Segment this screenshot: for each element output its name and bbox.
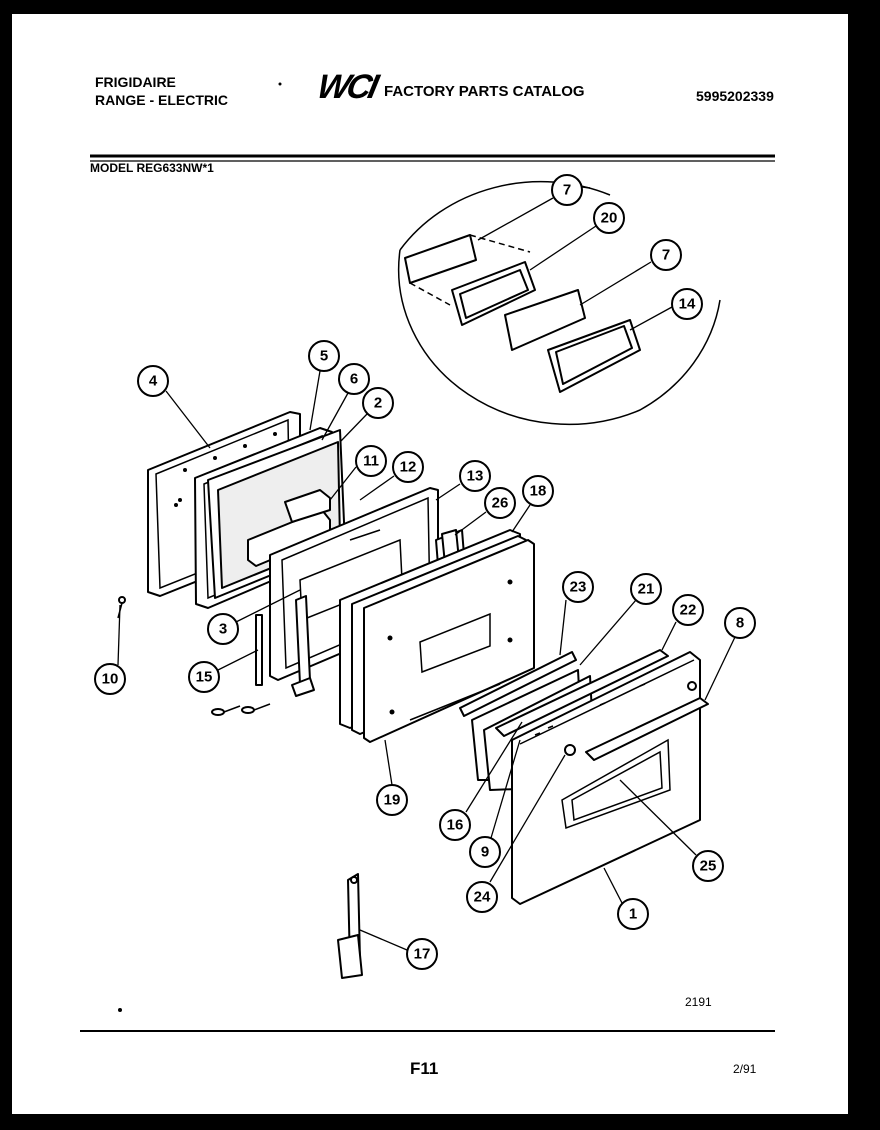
svg-text:22: 22 bbox=[680, 602, 697, 619]
callout-23: 23 bbox=[562, 571, 594, 603]
appliance-category: RANGE - ELECTRIC bbox=[95, 92, 228, 108]
callout-17: 17 bbox=[406, 938, 438, 970]
scan-speck bbox=[278, 82, 282, 86]
callout-8: 8 bbox=[724, 607, 756, 639]
svg-text:4: 4 bbox=[149, 373, 158, 390]
door-hinge bbox=[337, 873, 363, 979]
svg-text:23: 23 bbox=[570, 579, 587, 596]
callout-4: 4 bbox=[137, 365, 169, 397]
callout-24: 24 bbox=[466, 881, 498, 913]
svg-text:13: 13 bbox=[467, 468, 484, 485]
callout-5: 5 bbox=[308, 340, 340, 372]
svg-text:11: 11 bbox=[363, 453, 379, 470]
callout-19: 19 bbox=[376, 784, 408, 816]
callout-9: 9 bbox=[469, 836, 501, 868]
svg-text:18: 18 bbox=[530, 483, 547, 500]
svg-text:10: 10 bbox=[102, 671, 119, 688]
window-detail-inset bbox=[397, 180, 721, 426]
callout-18: 18 bbox=[522, 475, 554, 507]
callout-26: 26 bbox=[484, 487, 516, 519]
callout-6: 6 bbox=[338, 363, 370, 395]
svg-text:16: 16 bbox=[447, 817, 464, 834]
inner-glass-panel bbox=[339, 529, 535, 743]
svg-text:25: 25 bbox=[700, 858, 717, 875]
callout-25: 25 bbox=[692, 850, 724, 882]
model-number: MODEL REG633NW*1 bbox=[90, 161, 214, 175]
svg-text:12: 12 bbox=[400, 459, 417, 476]
svg-text:21: 21 bbox=[638, 581, 655, 598]
callout-7-mid: 7 bbox=[650, 239, 682, 271]
svg-text:2: 2 bbox=[374, 395, 382, 412]
svg-text:7: 7 bbox=[662, 247, 670, 264]
svg-text:17: 17 bbox=[414, 946, 431, 963]
svg-text:1: 1 bbox=[629, 906, 637, 923]
callout-15: 15 bbox=[188, 661, 220, 693]
page-number: F11 bbox=[410, 1059, 439, 1078]
callout-16: 16 bbox=[439, 809, 471, 841]
door-gasket-rod bbox=[255, 614, 263, 686]
callout-1: 1 bbox=[617, 898, 649, 930]
svg-text:24: 24 bbox=[474, 889, 491, 906]
callout-12: 12 bbox=[392, 451, 424, 483]
svg-text:8: 8 bbox=[736, 615, 744, 632]
door-side-channel bbox=[291, 595, 315, 697]
callout-14: 14 bbox=[671, 288, 703, 320]
callout-7-top: 7 bbox=[551, 174, 583, 206]
brand-name: FRIGIDAIRE bbox=[95, 74, 176, 90]
svg-text:5: 5 bbox=[320, 348, 328, 365]
callout-11: 11 bbox=[355, 445, 387, 477]
catalog-number: 5995202339 bbox=[696, 88, 774, 104]
callout-leader-lines bbox=[117, 197, 736, 951]
svg-text:9: 9 bbox=[481, 844, 489, 861]
outer-door-panel bbox=[511, 651, 709, 905]
door-screws bbox=[211, 703, 271, 716]
callout-20: 20 bbox=[593, 202, 625, 234]
catalog-date: 2/91 bbox=[733, 1062, 757, 1076]
callout-22: 22 bbox=[672, 594, 704, 626]
svg-text:3: 3 bbox=[219, 621, 227, 638]
callout-2: 2 bbox=[362, 387, 394, 419]
svg-text:15: 15 bbox=[196, 669, 213, 686]
svg-text:26: 26 bbox=[492, 495, 509, 512]
svg-text:20: 20 bbox=[601, 210, 618, 227]
scan-speck bbox=[118, 1008, 122, 1012]
svg-text:7: 7 bbox=[563, 182, 571, 199]
svg-text:6: 6 bbox=[350, 371, 358, 388]
callout-3: 3 bbox=[207, 613, 239, 645]
svg-text:19: 19 bbox=[384, 792, 401, 809]
drawing-number: 2191 bbox=[685, 995, 712, 1009]
callout-13: 13 bbox=[459, 460, 491, 492]
callout-10: 10 bbox=[94, 663, 126, 695]
callout-21: 21 bbox=[630, 573, 662, 605]
svg-text:14: 14 bbox=[679, 296, 696, 313]
catalog-title: FACTORY PARTS CATALOG bbox=[384, 83, 585, 100]
